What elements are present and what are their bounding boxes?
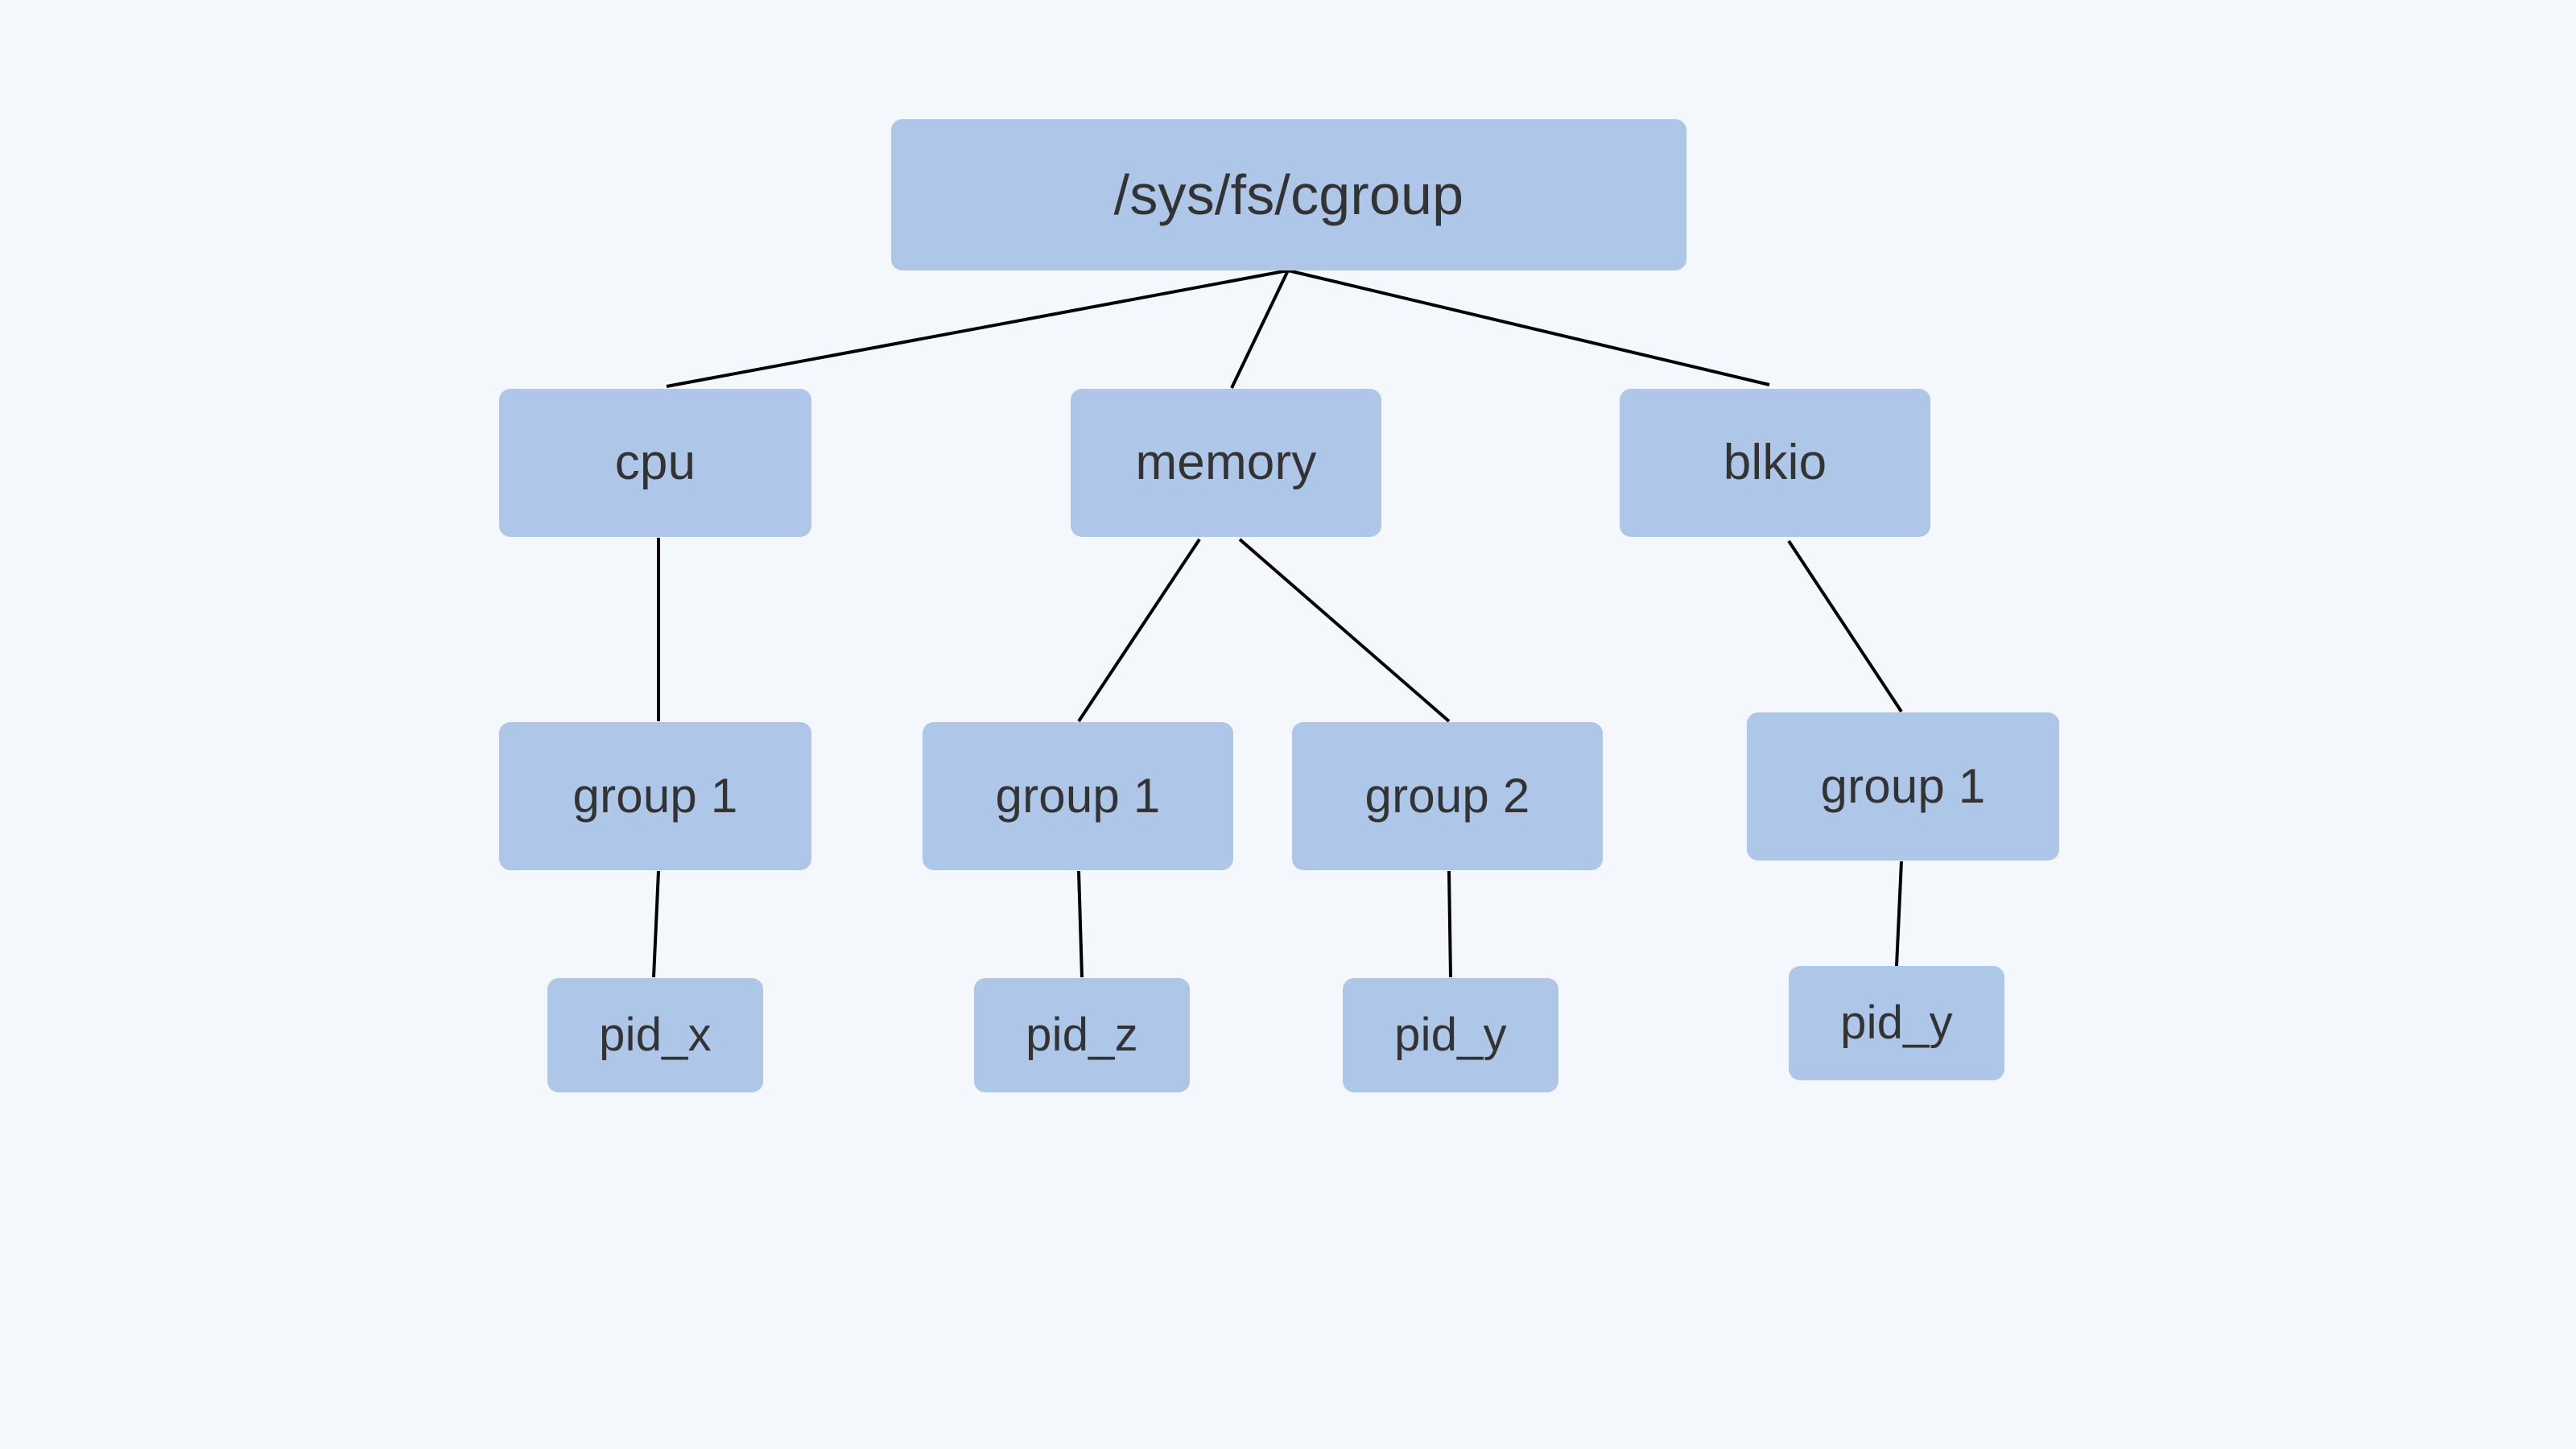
node-blkio[interactable]: blkio (1620, 389, 1930, 537)
node-label-mem_g1_pid: pid_z (1026, 1009, 1138, 1061)
edge-blkio_g1-pid_y (1895, 861, 1903, 967)
edge-root-cpu (666, 269, 1289, 388)
node-blkio_pid[interactable]: pid_y (1789, 966, 2004, 1080)
node-label-root: /sys/fs/cgroup (1113, 163, 1464, 226)
node-mem_g1[interactable]: group 1 (923, 722, 1233, 870)
node-label-blkio_g1: group 1 (1820, 759, 1986, 813)
node-cpu[interactable]: cpu (499, 389, 811, 537)
edge-root-blkio (1287, 269, 1770, 386)
node-mem_g2_pid[interactable]: pid_y (1343, 978, 1558, 1092)
node-blkio_g1[interactable]: group 1 (1747, 712, 2059, 861)
node-label-cpu_g1: group 1 (572, 769, 738, 823)
node-label-mem_g2_pid: pid_y (1394, 1009, 1507, 1061)
node-mem_g2[interactable]: group 2 (1292, 722, 1603, 870)
node-label-blkio_pid: pid_y (1840, 997, 1953, 1049)
node-label-mem_g2: group 2 (1364, 769, 1530, 823)
edge-blkio-group1 (1787, 539, 1903, 713)
node-label-cpu_pid: pid_x (599, 1009, 712, 1061)
node-label-cpu: cpu (614, 435, 696, 490)
edge-memory-group2 (1238, 538, 1451, 723)
node-label-mem_g1: group 1 (995, 769, 1161, 823)
node-root[interactable]: /sys/fs/cgroup (891, 119, 1686, 270)
edge-memory-group1 (1077, 538, 1201, 723)
node-label-memory: memory (1135, 435, 1317, 490)
edge-cpu_g1-pid_x (652, 870, 660, 978)
node-mem_g1_pid[interactable]: pid_z (974, 978, 1190, 1092)
node-cpu_g1[interactable]: group 1 (499, 722, 811, 870)
node-cpu_pid[interactable]: pid_x (547, 978, 763, 1092)
edge-mem_g2-pid_y (1447, 870, 1452, 978)
edge-mem_g1-pid_z (1077, 870, 1084, 978)
node-label-blkio: blkio (1723, 435, 1827, 490)
edge-root-memory (1230, 270, 1290, 389)
node-memory[interactable]: memory (1071, 389, 1381, 537)
